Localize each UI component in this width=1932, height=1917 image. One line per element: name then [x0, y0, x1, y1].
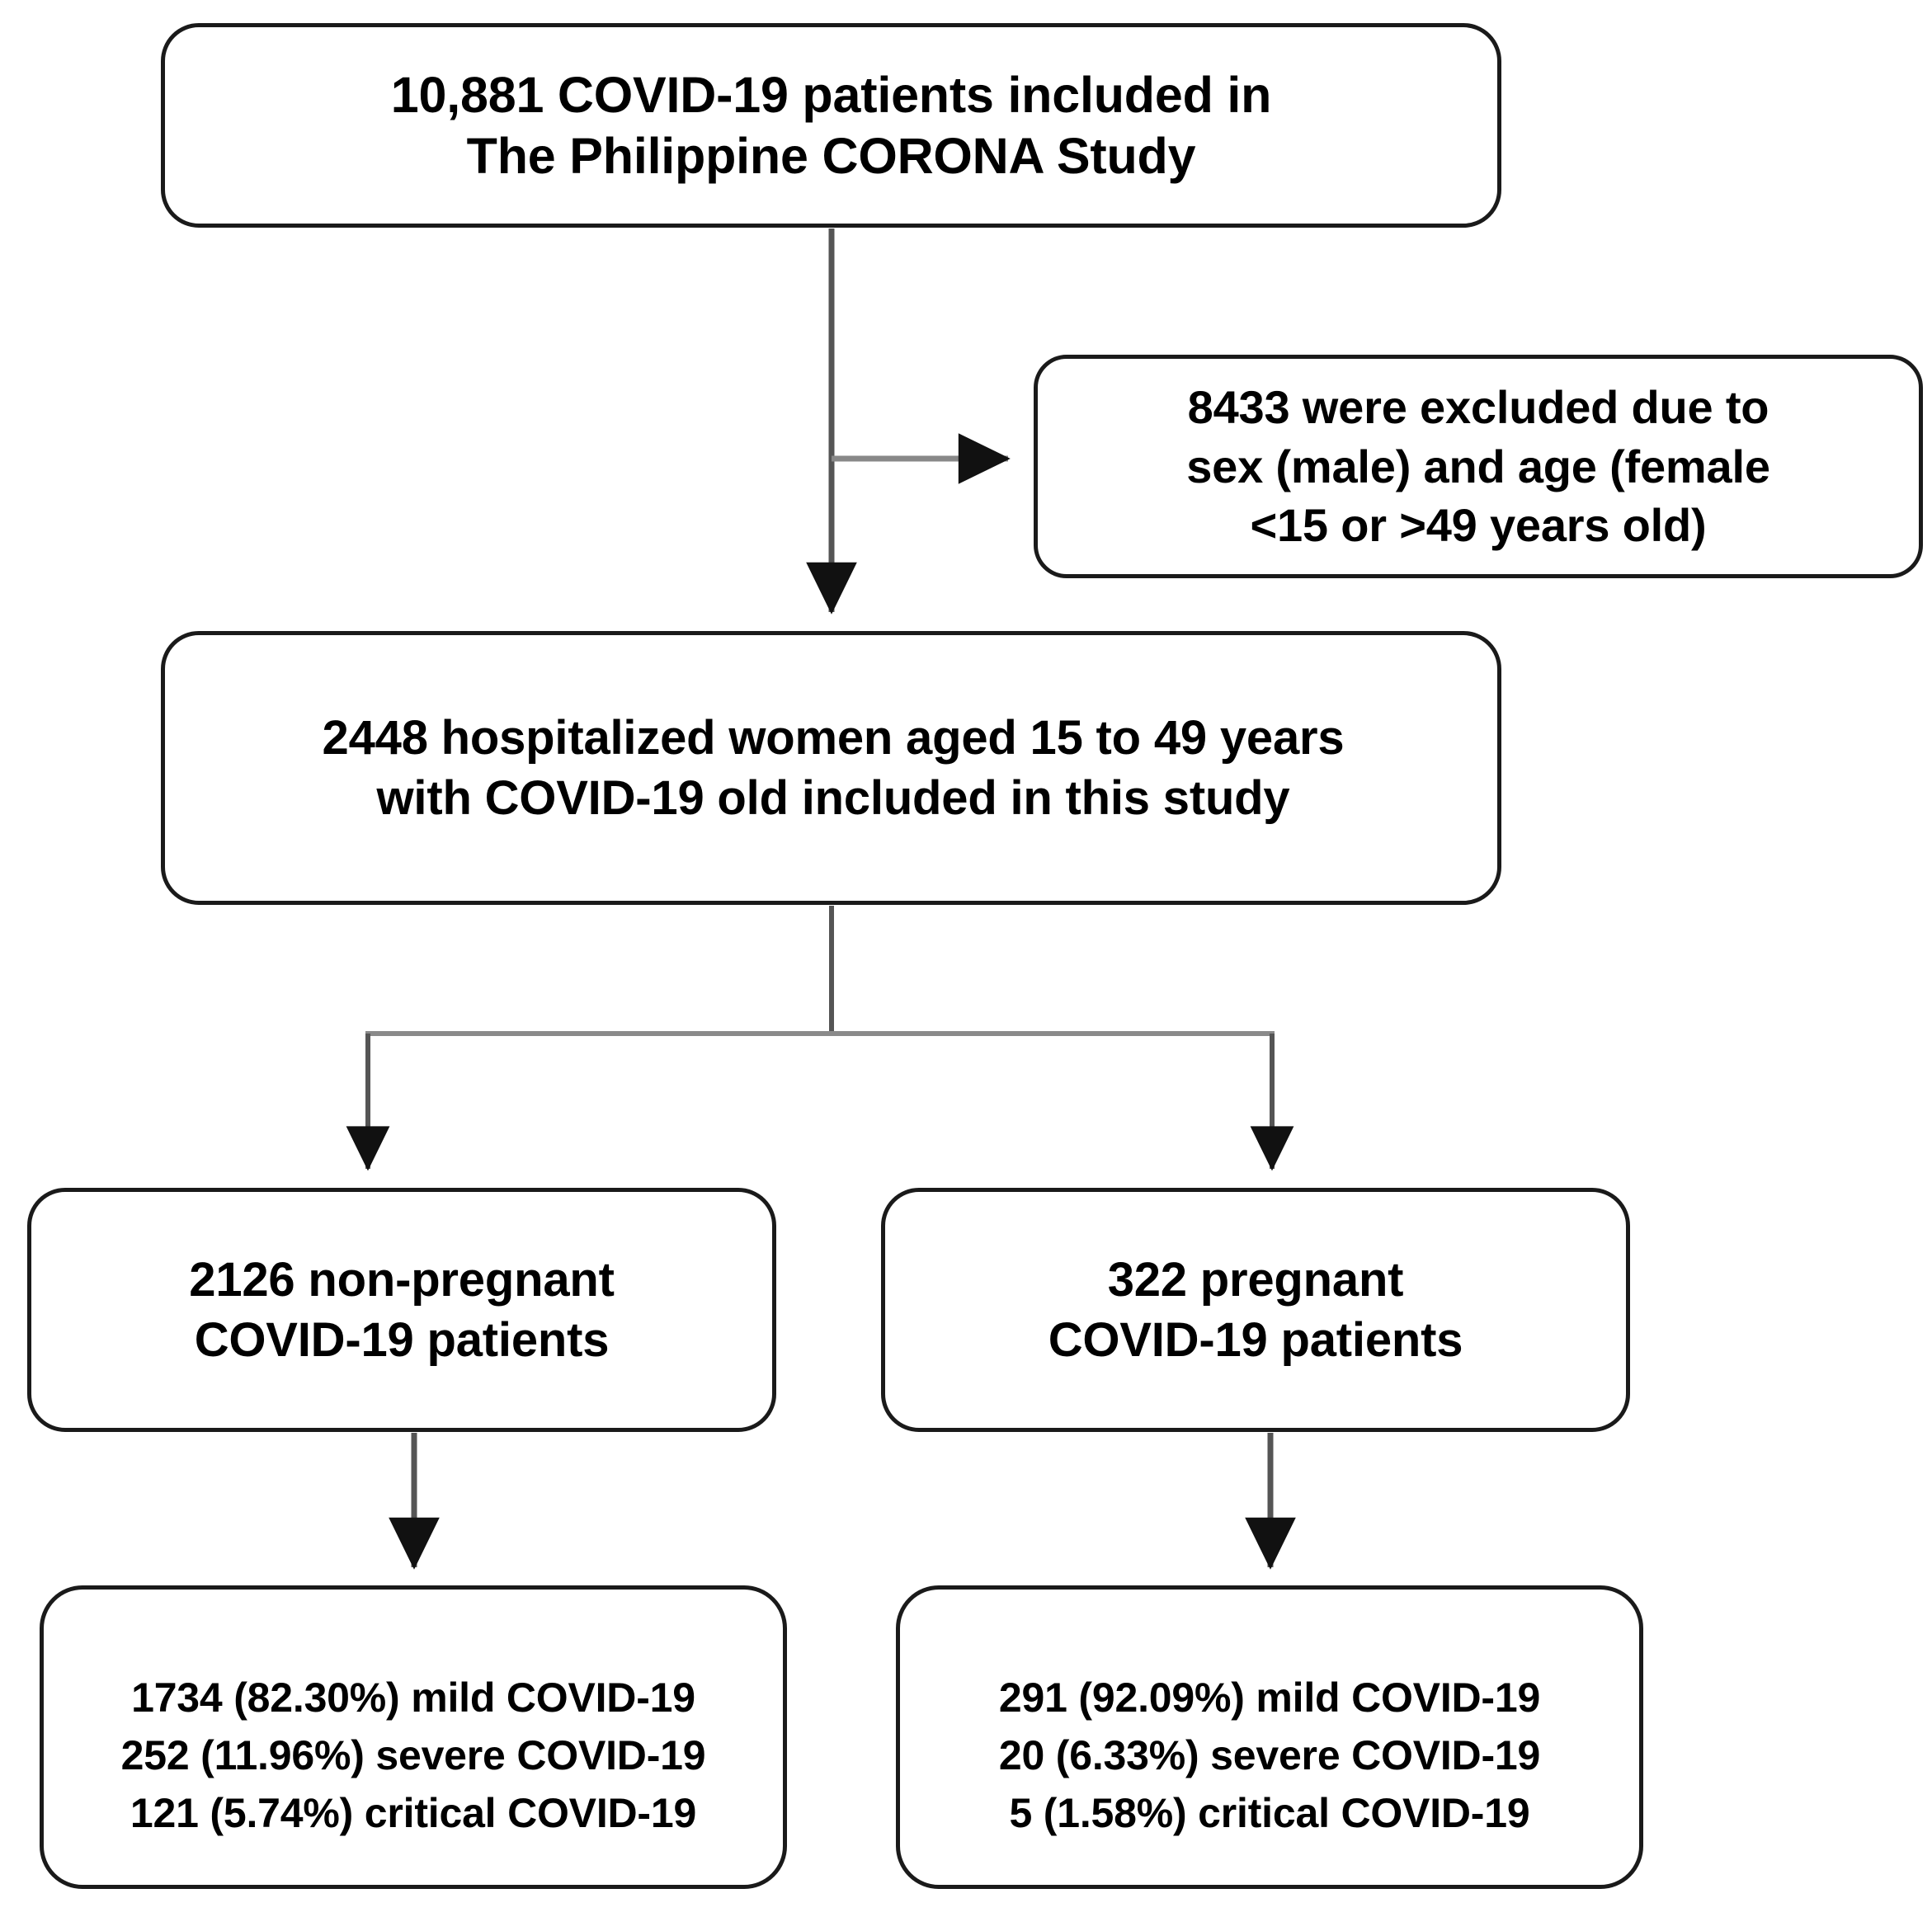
node-non-pregnant-outcome-mild: 1734 (82.30%) mild COVID-19 [131, 1674, 695, 1721]
node-pregnant-line-2: COVID-19 patients [1048, 1313, 1463, 1367]
node-excluded-line-2: sex (male) and age (female [1186, 440, 1770, 492]
node-pregnant-line-1: 322 pregnant [1107, 1252, 1404, 1307]
node-pregnant-patients: 322 pregnant COVID-19 patients [881, 1188, 1630, 1432]
node-pregnant-outcome-mild: 291 (92.09%) mild COVID-19 [998, 1674, 1541, 1721]
node-non-pregnant-outcome-critical: 121 (5.74%) critical COVID-19 [130, 1790, 697, 1836]
node-excluded-line-3: <15 or >49 years old) [1250, 499, 1707, 552]
node-total-line-2: The Philippine CORONA Study [466, 128, 1196, 184]
node-pregnant-outcomes: 291 (92.09%) mild COVID-19 20 (6.33%) se… [896, 1585, 1643, 1889]
node-excluded-patients: 8433 were excluded due to sex (male) and… [1034, 355, 1923, 578]
node-excluded-line-1: 8433 were excluded due to [1187, 380, 1769, 433]
node-pregnant-outcome-severe: 20 (6.33%) severe COVID-19 [998, 1732, 1541, 1778]
node-non-pregnant-outcome-severe: 252 (11.96%) severe COVID-19 [120, 1732, 706, 1778]
node-included-patients: 2448 hospitalized women aged 15 to 49 ye… [161, 631, 1501, 905]
node-non-pregnant-outcomes: 1734 (82.30%) mild COVID-19 252 (11.96%)… [40, 1585, 787, 1889]
node-total-patients: 10,881 COVID-19 patients included in The… [161, 23, 1501, 228]
node-non-pregnant-patients: 2126 non-pregnant COVID-19 patients [27, 1188, 776, 1432]
node-pregnant-outcome-critical: 5 (1.58%) critical COVID-19 [1009, 1790, 1530, 1836]
node-total-line-1: 10,881 COVID-19 patients included in [390, 66, 1272, 123]
node-included-line-1: 2448 hospitalized women aged 15 to 49 ye… [322, 710, 1345, 765]
node-included-line-2: with COVID-19 old included in this study [376, 771, 1290, 825]
node-non-pregnant-line-2: COVID-19 patients [194, 1313, 610, 1367]
node-non-pregnant-line-1: 2126 non-pregnant [189, 1252, 615, 1307]
